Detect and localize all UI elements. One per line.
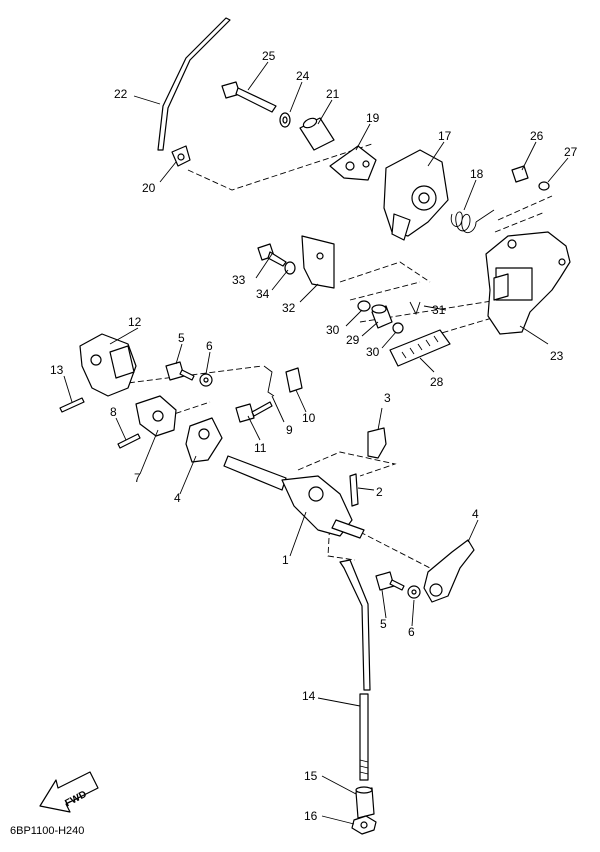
callout-25: 25 [262,49,276,63]
callout-24: 24 [296,69,310,83]
part-18-spring [450,209,495,234]
callout-31: 31 [432,303,446,317]
part-24-washer [279,112,291,128]
callout-labels: 1 2 3 4 4 5 5 6 6 7 8 9 10 11 12 13 14 1… [50,49,578,823]
callout-6-bottom: 6 [408,625,415,639]
callout-26: 26 [530,129,544,143]
callout-22: 22 [114,87,128,101]
callout-18: 18 [470,167,484,181]
callout-12: 12 [128,315,142,329]
callout-21: 21 [326,87,340,101]
callout-15: 15 [304,769,318,783]
part-20-joint [171,145,191,167]
part-33-bolt [257,243,287,267]
callout-5-bottom: 5 [380,617,387,631]
callout-32: 32 [282,301,296,315]
part-32-plate [301,235,335,289]
part-26-screw [511,165,529,183]
part-3-clip [367,427,387,459]
part-23-bracket [485,231,571,335]
part-10-plate [285,367,303,393]
callout-33: 33 [232,273,246,287]
part-2-pin [349,473,359,507]
callout-3: 3 [384,391,391,405]
callout-2: 2 [376,485,383,499]
leader-lines [63,61,569,825]
callout-27: 27 [564,145,578,159]
part-21-collar [299,117,335,151]
part-30-washer-a [357,300,371,312]
callout-10: 10 [302,411,316,425]
part-27-washer [538,181,550,191]
callout-9: 9 [286,423,293,437]
part-14-rod [359,693,369,781]
part-4-lever-b [423,539,475,603]
part-19-lever [329,145,377,181]
part-16-nut [351,815,377,835]
part-5-bolt-b [375,571,405,591]
callout-17: 17 [438,129,452,143]
callout-11: 11 [254,441,267,455]
callout-5-top: 5 [178,331,185,345]
callout-19: 19 [366,111,380,125]
part-22-link-rod [157,17,231,151]
callout-1: 1 [282,553,289,567]
part-14-link-rod-upper [339,559,371,691]
callout-16: 16 [304,809,318,823]
callout-30-right: 30 [366,345,380,359]
part-6-washer-b [407,585,421,599]
part-31-clip [409,301,421,316]
callout-30-left: 30 [326,323,340,337]
callout-4-left: 4 [174,491,181,505]
part-17-bracket [383,149,449,241]
callout-4-right: 4 [472,507,479,521]
callout-14: 14 [302,689,316,703]
part-13-pin [59,397,85,413]
callout-23: 23 [550,349,564,363]
part-9-cotter-pin [263,365,275,397]
part-30-washer-b [392,322,404,334]
part-25-bolt [221,81,277,113]
part-12-housing [79,333,137,397]
part-4-lever-a [185,417,223,463]
part-11-bolt [235,401,273,423]
part-8-pin [117,433,141,449]
callout-29: 29 [346,333,360,347]
fwd-arrow-icon: FWD [39,771,99,813]
callout-20: 20 [142,181,156,195]
part-15-coupler [355,786,375,819]
part-28-rack [389,329,451,367]
callout-6-top: 6 [206,339,213,353]
callout-34: 34 [256,287,270,301]
part-5-bolt-a [165,361,195,381]
part-6-washer-a [199,373,213,387]
part-7-cam [135,395,177,437]
callout-28: 28 [430,375,444,389]
callout-8: 8 [110,405,117,419]
callout-13: 13 [50,363,64,377]
part-1-shift-shaft [223,455,365,539]
callout-7: 7 [134,471,141,485]
diagram-code: 6BP1100-H240 [10,825,84,837]
